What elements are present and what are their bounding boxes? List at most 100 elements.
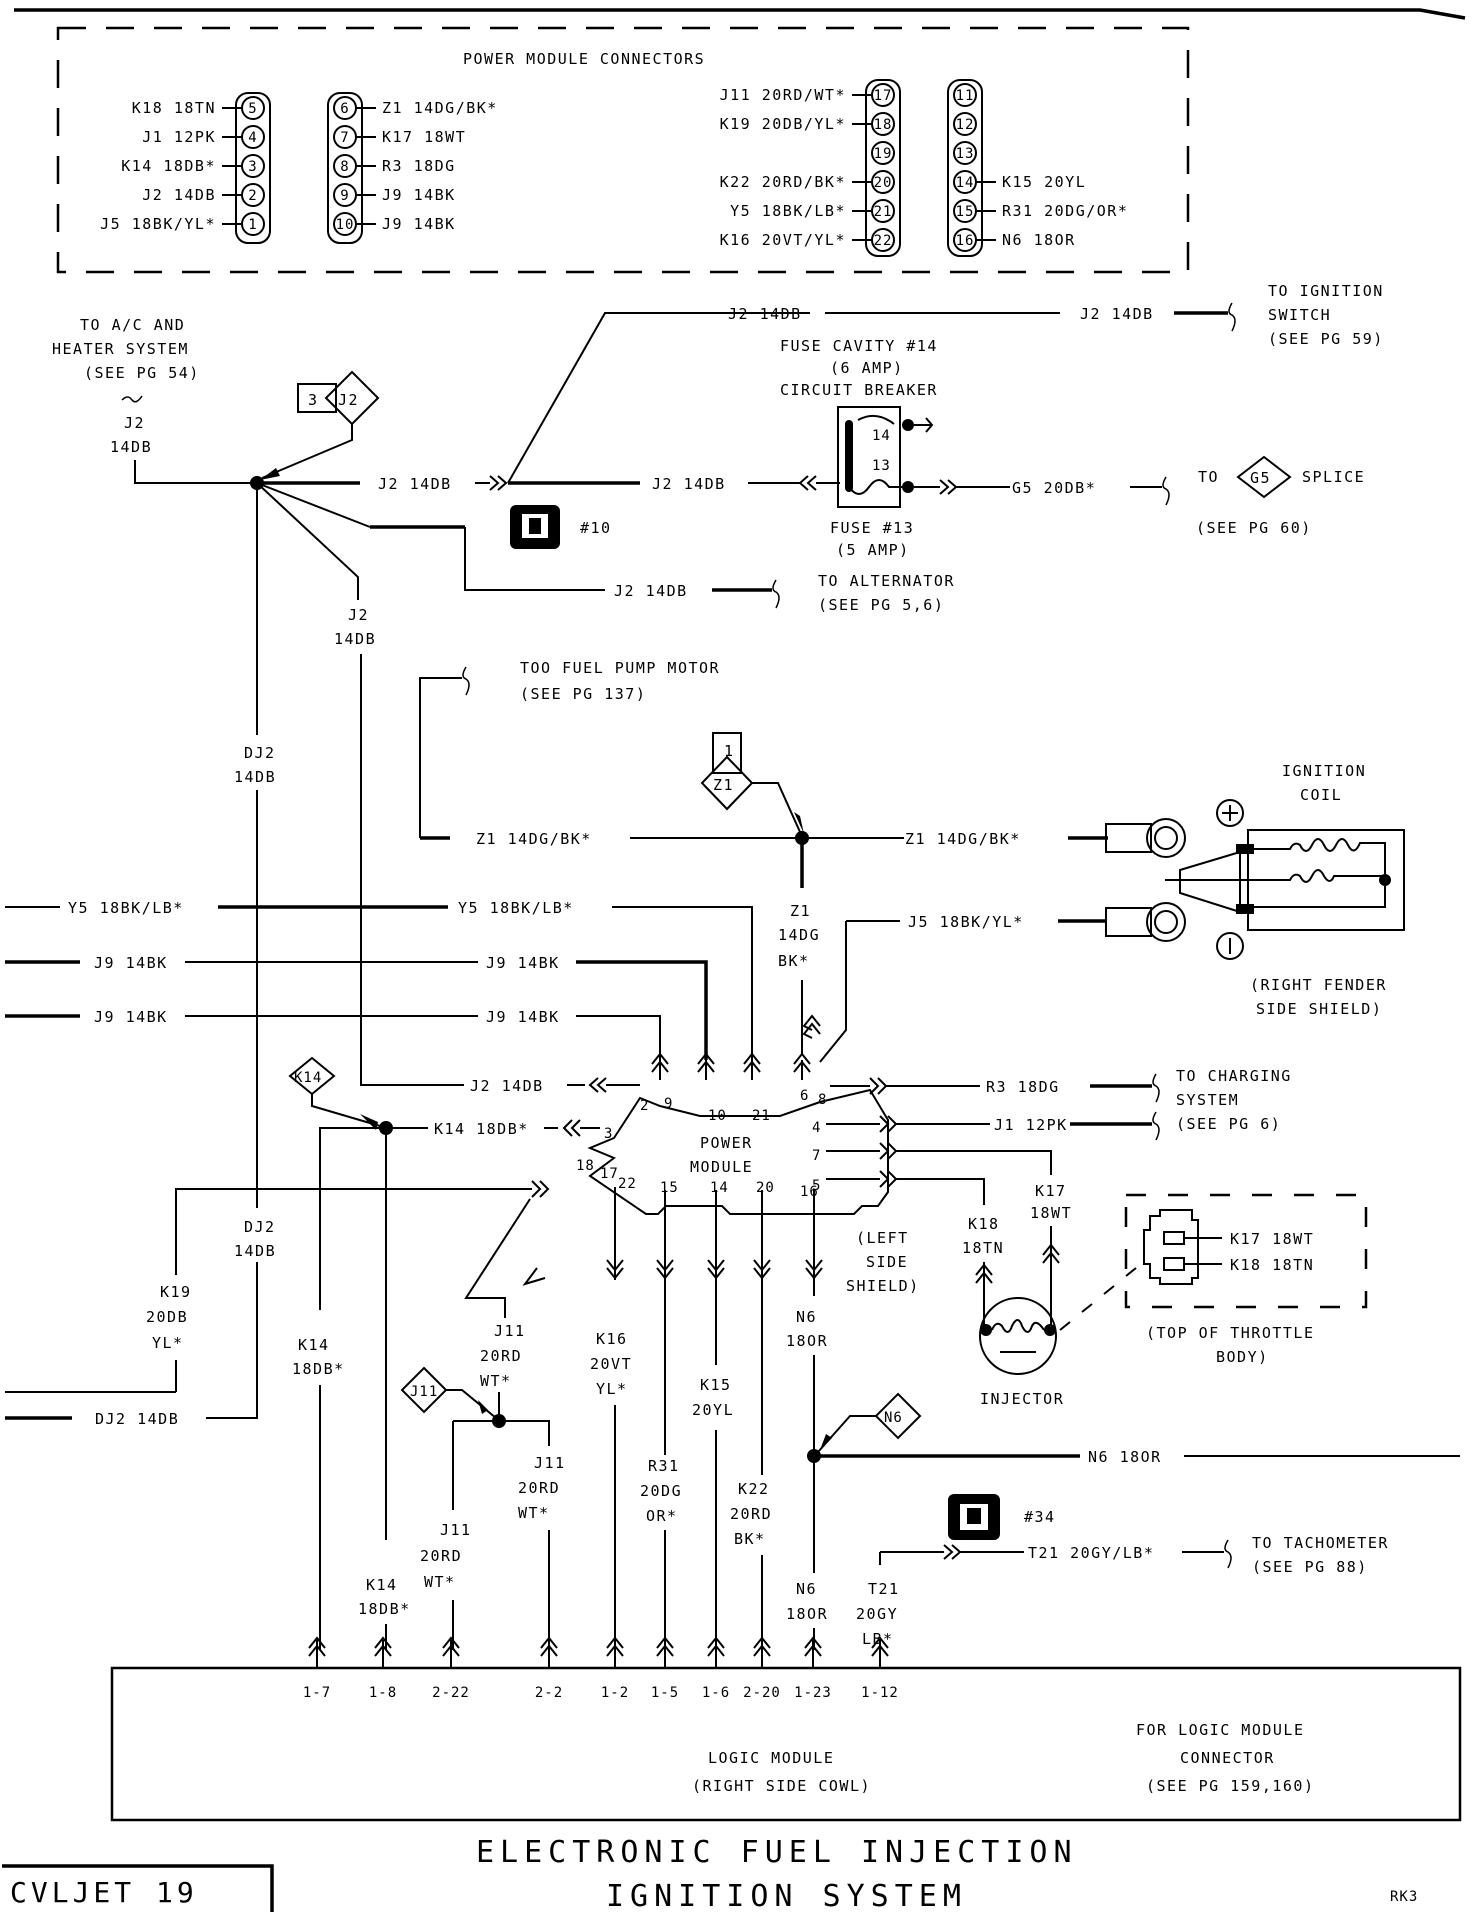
power-module-pin-14: 14 [710,1180,729,1196]
wire-label-n6-1: N6 [796,1308,817,1326]
wire-label-k16-2: 20VT [590,1355,632,1373]
power-module-pin-5: 5 [812,1178,821,1194]
connectors-heading: POWER MODULE CONNECTORS [463,50,705,68]
pin-wire-label: J9 14BK [382,186,456,204]
fuse-cavity-label-2: (6 AMP) [830,359,904,377]
power-module-pin-8: 8 [818,1092,827,1108]
wire-label-t21-3: LB* [862,1630,894,1648]
power-module-label-2: MODULE [690,1158,753,1176]
ignition-switch-dest-2: SWITCH [1268,306,1331,324]
power-module-pin-20: 20 [756,1180,775,1196]
wire-label-k22-2: 20RD [730,1505,772,1523]
pin-wire-label: J2 14DB [142,186,216,204]
pin-number: 16 [956,233,975,249]
g5-splice-ref: (SEE PG 60) [1196,519,1312,537]
power-module-pin-16: 16 [800,1184,819,1200]
wire-label-k17-1: K17 [1035,1182,1067,1200]
j2-label-2: 14DB [110,438,152,456]
ignition-switch-dest-3: (SEE PG 59) [1268,330,1384,348]
pin-number: 15 [956,204,975,220]
logic-pin-label: 1-8 [369,1685,397,1701]
pin-number: 2 [248,188,257,204]
pin-number: 3 [248,159,257,175]
wire-label-t21-2: 20GY [856,1605,898,1623]
fuel-pump-dest-1: TOO FUEL PUMP MOTOR [520,659,720,677]
ac-heater-dest-1: TO A/C AND [80,316,185,334]
power-module-pin-3: 3 [604,1126,613,1142]
top-border [14,8,1466,20]
wire-label-j2-top-2: J2 14DB [1080,305,1154,323]
splice-g5-diamond-icon [1236,455,1292,499]
left-bus-wires: Y5 18BK/LB* Y5 18BK/LB* J9 14BK J9 14BK … [5,899,1106,1063]
pin-number: 22 [874,233,893,249]
connector-b [327,92,363,244]
coil-location-2: SIDE SHIELD) [1256,1000,1382,1018]
g5-splice-to: TO [1198,468,1219,486]
splice-z1-box [712,732,742,774]
plus-icon [1216,799,1244,827]
logic-pin-label: 1-12 [861,1685,899,1701]
break-symbol-icon [1152,1073,1160,1103]
splice-j2-box [297,383,337,413]
wire-label-j2-top: J2 14DB [728,305,802,323]
pm-location-2: SIDE [866,1253,908,1271]
wire-label-k15-1: K15 [700,1376,732,1394]
pm-lower-wires: K16 20VT YL* R31 20DG OR* K15 20YL K22 2… [590,1187,1460,1650]
logic-module-pin: 2-22 [432,1636,469,1701]
pin-number: 10 [336,217,355,233]
connector-c [865,79,901,257]
power-module-pin-17: 17 [600,1166,619,1182]
j2-label-1: J2 [124,414,145,432]
logic-module-pin: 2-2 [535,1636,562,1701]
wire-label-k16-3: YL* [596,1380,628,1398]
throttle-pin-k17: K17 18WT [1230,1230,1314,1248]
wire-label-k18-1: K18 [968,1215,1000,1233]
ac-heater-dest-3: (SEE PG 54) [84,364,200,382]
connector-arrow-icon [871,1636,889,1668]
connector-34-label: #34 [1024,1508,1056,1526]
pin-number: 12 [956,117,975,133]
splice-j2-box-label: 3 [308,391,319,409]
logic-module-pin: 1-12 [861,1636,899,1701]
title-line-2: IGNITION SYSTEM [606,1879,967,1914]
connector-arrow-icon [308,1636,326,1668]
power-module-label-1: POWER [700,1134,753,1152]
coil-location-1: (RIGHT FENDER [1250,976,1387,994]
power-module-right-wires: R3 18DG J1 12PK TO CHARGING SYSTEM (SEE … [826,1067,1290,1330]
logic-module-pin: 1-8 [369,1636,397,1701]
throttle-location-1: (TOP OF THROTTLE [1146,1324,1315,1342]
pin-wire-label: K16 20VT/YL* [720,231,846,249]
wire-label-j11-3: WT* [480,1372,512,1390]
wire-label-z1-right: Z1 14DG/BK* [905,830,1021,848]
connector-a-pin: 2 J2 14DB [142,183,265,207]
power-module-pin-9: 9 [664,1096,673,1112]
throttle-location-2: BODY) [1216,1348,1269,1366]
pin-number: 21 [874,204,893,220]
wire-label-r31-2: 20DG [640,1482,682,1500]
pin-number: 4 [248,130,257,146]
pin-number: 1 [248,217,257,233]
wire-label-j11-4: J11 [534,1454,566,1472]
connector-arrow-icon [656,1636,674,1668]
wire-label-j11-2: 20RD [480,1347,522,1365]
page-code: CVLJET 19 [10,1876,198,1909]
corner-code: RK3 [1390,1889,1418,1905]
power-module-pin-10: 10 [708,1108,727,1124]
pin-number: 19 [874,146,893,162]
wire-label-k14: K14 18DB* [434,1120,529,1138]
coil-terminal-positive [1146,818,1186,858]
wire-label-k14-down-2: 18DB* [292,1360,345,1378]
g5-splice-label: SPLICE [1302,468,1365,486]
wire-label-k19-3: YL* [152,1334,184,1352]
fuse-block [837,406,901,508]
fuse-pin-13: 13 [872,458,891,474]
pin-wire-label: K19 20DB/YL* [720,115,846,133]
fuse-13-label-1: FUSE #13 [830,519,914,537]
